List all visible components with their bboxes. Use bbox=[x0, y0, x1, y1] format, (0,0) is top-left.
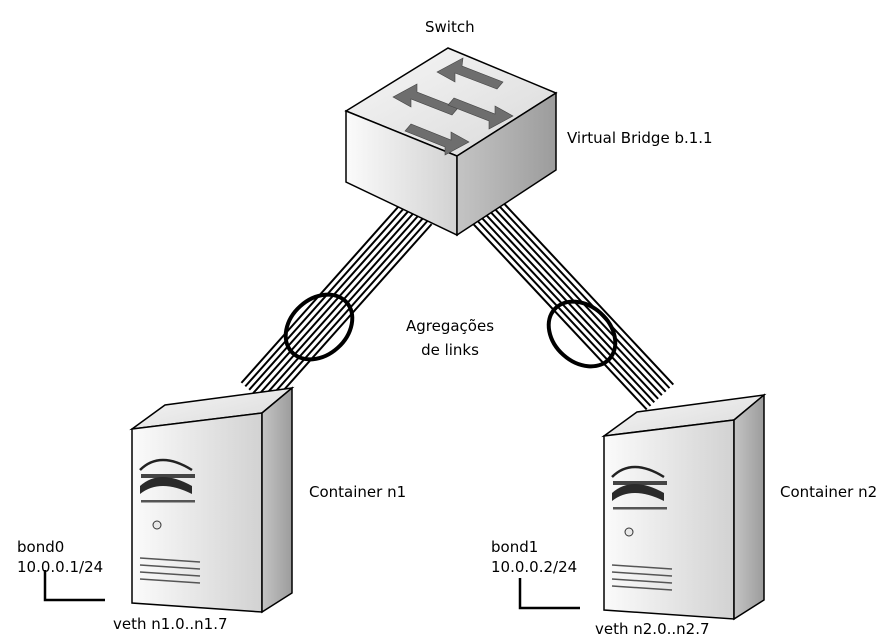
bridge-label: Virtual Bridge b.1.1 bbox=[567, 129, 713, 147]
bond1-ip: 10.0.0.2/24 bbox=[491, 558, 578, 576]
container-n2-label: Container n2 bbox=[780, 483, 878, 501]
left-link-3 bbox=[252, 209, 417, 394]
left-link-5 bbox=[260, 216, 425, 401]
aggregation-ring-right bbox=[546, 299, 618, 369]
container-n1-label: Container n1 bbox=[309, 483, 407, 501]
bond0-leader-line bbox=[43, 570, 105, 602]
link-bundle-right bbox=[472, 198, 675, 411]
left-link-4 bbox=[256, 213, 421, 398]
right-link-0 bbox=[472, 223, 648, 411]
right-link-2 bbox=[480, 216, 656, 404]
bond0-ip: 10.0.0.1/24 bbox=[17, 558, 104, 576]
right-link-6 bbox=[495, 202, 671, 389]
bond0-name: bond0 bbox=[17, 538, 65, 556]
veth-n2-label: veth n2.0..n2.7 bbox=[595, 620, 710, 638]
aggregation-label-line2: de links bbox=[421, 341, 479, 359]
right-link-5 bbox=[491, 205, 667, 393]
left-link-6 bbox=[263, 219, 429, 405]
aggregation-ring-left bbox=[283, 292, 355, 362]
server-icon-n1 bbox=[129, 386, 295, 614]
bond1-name: bond1 bbox=[491, 538, 539, 556]
right-link-1 bbox=[476, 220, 652, 407]
veth-n1-label: veth n1.0..n1.7 bbox=[113, 615, 228, 633]
link-bundle-left bbox=[240, 199, 433, 408]
right-link-7 bbox=[499, 198, 675, 386]
aggregation-label-line1: Agregações bbox=[405, 317, 495, 335]
switch-title: Switch bbox=[425, 18, 475, 36]
right-link-3 bbox=[484, 213, 659, 400]
server-icon-n2 bbox=[601, 393, 767, 621]
left-link-0 bbox=[240, 199, 406, 384]
left-link-2 bbox=[248, 206, 413, 391]
left-link-7 bbox=[267, 223, 433, 408]
bond1-leader-line bbox=[518, 578, 580, 610]
switch-icon bbox=[344, 47, 558, 237]
